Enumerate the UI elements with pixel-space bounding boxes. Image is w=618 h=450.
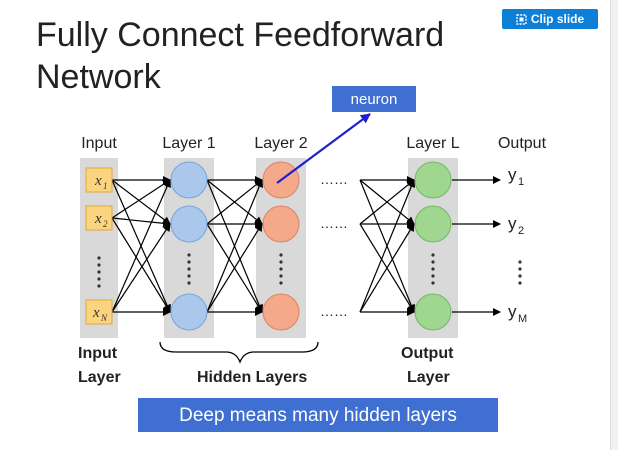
neuron-pointer-arrow (276, 113, 371, 184)
slide-title: Fully Connect Feedforward Network (36, 14, 496, 98)
input-label-sub: 2 (103, 219, 108, 229)
output-arrows (452, 176, 501, 316)
scrollbar-track (610, 0, 618, 450)
connection-edge (111, 179, 171, 219)
input-node: x N (85, 299, 113, 325)
deep-banner: Deep means many hidden layers (138, 398, 498, 432)
input-label-base: x (94, 211, 102, 227)
banner-text: Deep means many hidden layers (179, 405, 457, 426)
header-layerL: Layer L (406, 135, 459, 152)
connection-edge (359, 223, 415, 313)
layer1-nodes (170, 161, 208, 331)
connections (111, 176, 416, 316)
input-label-base: x (94, 173, 102, 189)
connection-edge (206, 179, 263, 225)
input-label-sub: N (100, 313, 108, 323)
output-neuron (414, 293, 452, 331)
connection-edge (111, 223, 171, 313)
output-neuron (414, 205, 452, 243)
output-label-base: y (508, 165, 517, 184)
output-label-base: y (508, 302, 517, 321)
horizontal-ellipsis: …… (320, 171, 348, 187)
header-layer1: Layer 1 (162, 135, 215, 152)
output-layer-label-line1: Output (401, 345, 454, 362)
output-nodes (414, 161, 452, 331)
output-labels: y 1 y 2 y M (508, 165, 527, 325)
clip-icon (516, 13, 527, 25)
output-neuron (414, 161, 452, 199)
connection-edge (111, 179, 171, 225)
header-input: Input (81, 135, 117, 152)
banner-box (138, 398, 498, 432)
connection-edge (359, 179, 415, 225)
input-node: x 1 (85, 167, 113, 193)
input-layer-label-line1: Input (78, 345, 118, 362)
output-label-sub: M (518, 313, 527, 325)
layer2-neuron (262, 293, 300, 331)
horizontal-ellipsis: …… (320, 303, 348, 319)
input-layer-label-line2: Layer (78, 369, 121, 386)
slide-title-line1: Fully Connect Feedforward (36, 16, 445, 54)
output-label-base: y (508, 214, 517, 233)
neuron-callout: neuron (276, 86, 416, 184)
layer1-neuron (170, 161, 208, 199)
clip-slide-button[interactable]: Clip slide (502, 9, 598, 29)
header-output: Output (498, 135, 547, 152)
header-layer2: Layer 2 (254, 135, 307, 152)
input-label-base: x (92, 305, 100, 321)
output-layer-label-line2: Layer (407, 369, 450, 386)
hidden-layers-brace (159, 341, 319, 364)
connection-edge (111, 217, 171, 313)
layer1-neuron (170, 205, 208, 243)
connection-edge (359, 179, 416, 313)
slide-title-line2: Network (36, 58, 161, 96)
input-label-sub: 1 (103, 181, 108, 191)
output-label-sub: 2 (518, 225, 524, 237)
hidden-layers-label: Hidden Layers (197, 369, 307, 386)
input-node: x 2 (85, 205, 113, 231)
connection-edge (111, 179, 171, 313)
input-nodes: x 1 x 2 x N (85, 167, 113, 325)
layer1-neuron (170, 293, 208, 331)
neuron-label-box (332, 86, 416, 112)
horizontal-ellipsis: …… (320, 215, 348, 231)
neuron-label: neuron (351, 91, 398, 108)
connection-edge (206, 179, 263, 313)
connection-edge (206, 223, 263, 313)
output-label-sub: 1 (518, 176, 524, 188)
vertical-ellipsis (97, 253, 522, 288)
clip-slide-label: Clip slide (530, 12, 585, 26)
layer2-neuron (262, 205, 300, 243)
connection-edge (111, 217, 171, 228)
